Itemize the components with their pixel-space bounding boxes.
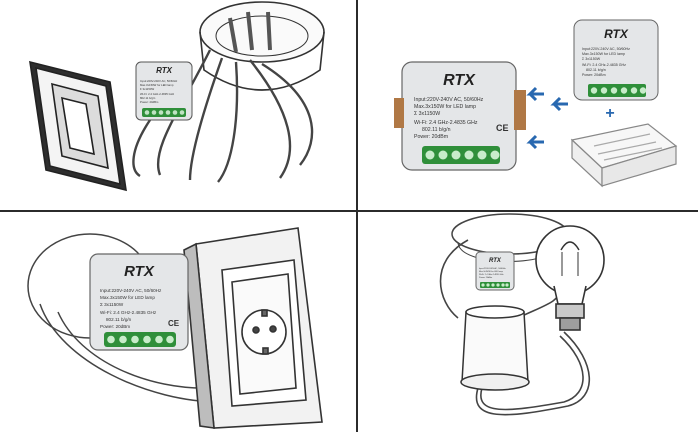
switch-installation-illustration: RTX Input:220V-240V AC, 50/60Hz Max.3x15… <box>29 1 325 192</box>
plus-sign: + <box>605 105 614 122</box>
module-large-line5: 802.11 b/g/n <box>422 127 451 133</box>
ce-mark-socket: CE <box>168 319 180 328</box>
module-small-line2: Max.3x150W for LED lamp <box>582 52 625 56</box>
module-socket-line2: Max.3x150W for LED lamp <box>100 295 155 300</box>
relay-module-socket: RTX Input:220V-240V AC, 50/60Hz Max.3x15… <box>89 253 189 351</box>
lamp-shade-icon <box>460 305 530 391</box>
module-brand: RTX <box>156 66 173 75</box>
module-large-brand: RTX <box>443 72 476 89</box>
module-large-line3: Σ 3x1150W <box>414 111 440 117</box>
module-light-brand: RTX <box>489 258 502 264</box>
module-small-brand: RTX <box>604 27 629 41</box>
module-large-line6: Power: 20dBm <box>414 134 448 140</box>
relay-module: RTX Input:220V-240V AC, 50/60Hz Max.3x15… <box>135 61 193 121</box>
module-small-line6: Power: 20dBm <box>582 73 606 77</box>
module-large-line1: Input:220V-240V AC, 50/60Hz <box>414 97 484 103</box>
module-spec-line4: Wi-Fi: 2.4 GHz-2.4835 GHz <box>140 92 175 96</box>
panel-socket-installation: RTX Input:220V-240V AC, 50/60Hz Max.3x15… <box>0 212 356 432</box>
module-socket-line3: Σ 3x1150W <box>100 302 124 307</box>
module-light-line4: Wi-Fi: 2.4 GHz-2.4835 GHz <box>479 274 503 276</box>
panel-switch-installation: RTX Input:220V-240V AC, 50/60Hz Max.3x15… <box>0 0 356 210</box>
arrow-left-icon <box>526 86 568 150</box>
module-spec-line2: Max.3x150W for LED lamp <box>140 83 174 87</box>
socket-installation-illustration: RTX Input:220V-240V AC, 50/60Hz Max.3x15… <box>27 227 323 429</box>
module-socket-brand: RTX <box>124 263 155 280</box>
light-bulb-icon <box>535 225 605 331</box>
panel-divider-horizontal <box>0 210 698 212</box>
module-socket-line6: Power: 20dBm <box>100 324 130 329</box>
module-light-line2: Max.3x150W for LED lamp <box>479 271 504 273</box>
module-light-line6: Power: 20dBm <box>479 277 492 279</box>
module-light-line1: Input:220V-240V AC, 50/60Hz <box>479 267 506 270</box>
wires-icon <box>132 49 314 183</box>
module-small-line5: 802.11 b/g/n <box>586 68 606 72</box>
module-spec-line3: Σ 3x1150W <box>140 87 154 91</box>
module-spec-line5: 802.11 b/g/n <box>140 96 156 100</box>
module-spec-line1: Input:220V-240V AC, 50/60Hz <box>140 79 178 83</box>
module-spec-line6: Power: 20dBm <box>140 100 159 104</box>
relay-module-light: RTX Input:220V-240V AC, 50/60Hz Max.3x15… <box>475 251 515 291</box>
panel-light-installation: RTX Input:220V-240V AC, 50/60Hz Max.3x15… <box>358 212 698 432</box>
panel-module-assembly: RTX Input:220V-240V AC, 50/60Hz Max.3x15… <box>358 0 698 210</box>
module-small-line3: Σ 3x1150W <box>582 57 601 61</box>
module-large-line2: Max.3x150W for LED lamp <box>414 104 476 110</box>
module-assembly-illustration: RTX Input:220V-240V AC, 50/60Hz Max.3x15… <box>394 19 678 188</box>
module-socket-line5: 802.11 b/g/n <box>106 317 132 322</box>
relay-module-small: RTX Input:220V-240V AC, 50/60Hz Max.3x15… <box>573 19 659 101</box>
module-small-line1: Input:220V-240V AC, 50/60Hz <box>582 47 630 51</box>
relay-module-large: RTX Input:220V-240V AC, 50/60Hz Max.3x15… <box>394 61 526 171</box>
socket-icon <box>183 227 323 429</box>
junction-box-icon <box>199 1 325 91</box>
module-cover-icon <box>570 123 678 188</box>
wall-switch-icon <box>29 60 127 192</box>
module-large-line4: Wi-Fi: 2.4 GHz-2.4835 GHz <box>414 120 478 126</box>
light-installation-illustration: RTX Input:220V-240V AC, 50/60Hz Max.3x15… <box>439 213 605 416</box>
panel-divider-vertical <box>356 0 358 432</box>
module-socket-line1: Input:220V-240V AC, 50/60Hz <box>100 288 162 293</box>
ce-mark: CE <box>496 123 509 133</box>
module-socket-line4: Wi-Fi: 2.4 GHz-2.4835 GHz <box>100 310 157 315</box>
module-small-line4: Wi-Fi: 2.4 GHz-2.4835 GHz <box>582 63 626 67</box>
